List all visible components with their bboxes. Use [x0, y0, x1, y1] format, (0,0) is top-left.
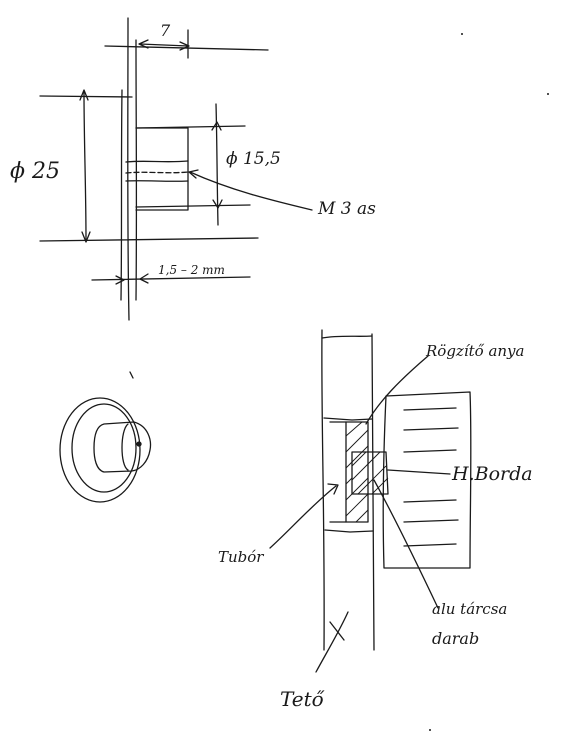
tube-edge-left: [127, 17, 130, 321]
collar-flange-inner: [71, 403, 137, 493]
ext-line-top: [104, 45, 269, 51]
label-aluminium-2: darab: [432, 629, 479, 648]
collar-perspective: [59, 371, 152, 503]
leader-roof: [315, 611, 349, 673]
stray-marks: [429, 33, 549, 731]
ext-line-lower: [39, 237, 259, 242]
collar-boss: [93, 421, 152, 473]
thread-line-1: [125, 160, 189, 163]
dim-line-inner: [215, 103, 219, 226]
thread-leader: [189, 171, 313, 211]
collar-hole: [136, 441, 142, 447]
leader-fin: [387, 469, 451, 475]
label-top-dim: 7: [160, 21, 171, 40]
leader-tube: [269, 485, 337, 549]
label-nut: Rögzítő anya: [425, 342, 524, 360]
ext-line-mid-bottom: [135, 204, 251, 208]
label-outer-diameter: ϕ 25: [10, 159, 60, 184]
alu-piece: [351, 451, 389, 495]
thread-line-3: [125, 180, 189, 182]
collar-block: [135, 127, 189, 211]
dim-line-outer: [83, 91, 87, 241]
label-roof: Tető: [280, 687, 325, 711]
fin-block: [382, 391, 472, 569]
tube-wall-right: [371, 333, 375, 651]
label-aluminium-1: alu tárcsa: [432, 600, 507, 618]
nut-body: [345, 421, 369, 523]
dim-line-top: [139, 43, 189, 47]
tube-wall-left: [321, 329, 325, 651]
leader-nut: [365, 355, 429, 425]
thread-line-2: [125, 171, 189, 174]
section-hatching: [345, 421, 389, 523]
dim-line-wall: [91, 276, 251, 281]
tube-edge-inner-left: [120, 89, 123, 301]
label-inner-diameter: ϕ 15,5: [226, 149, 281, 169]
dimension-sketch: [39, 17, 313, 321]
collar-flange-outer: [59, 397, 141, 503]
label-tube: Tubór: [218, 548, 264, 566]
section-sketch: [269, 329, 472, 673]
label-wall-dim: 1,5 – 2 mm: [158, 263, 225, 277]
label-fin: H.Borda: [451, 463, 533, 485]
label-thread: M 3 as: [317, 199, 376, 219]
leader-alu: [373, 479, 439, 609]
